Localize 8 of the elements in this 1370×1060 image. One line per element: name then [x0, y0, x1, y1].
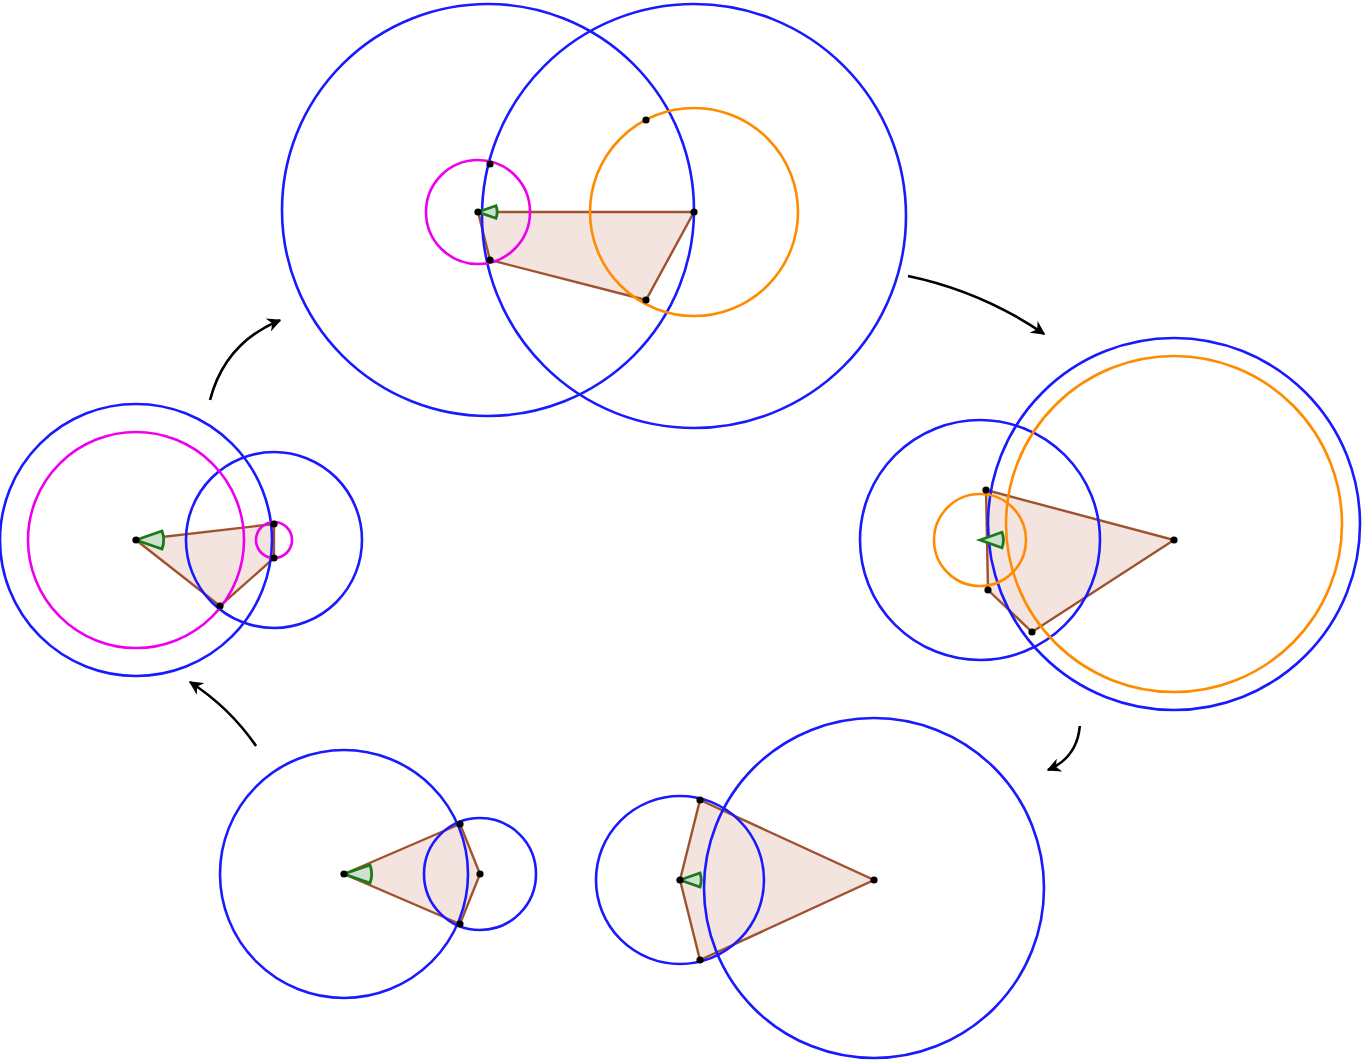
arrow [1046, 725, 1082, 772]
circles-triangle-drawing [0, 402, 364, 680]
circles-triangle-drawing [218, 748, 538, 1000]
circles-triangle-drawing [282, 2, 906, 432]
arrow [907, 274, 1046, 336]
circles-triangle-drawing [594, 716, 1046, 1060]
arrow [188, 680, 258, 747]
arrow [208, 318, 282, 401]
